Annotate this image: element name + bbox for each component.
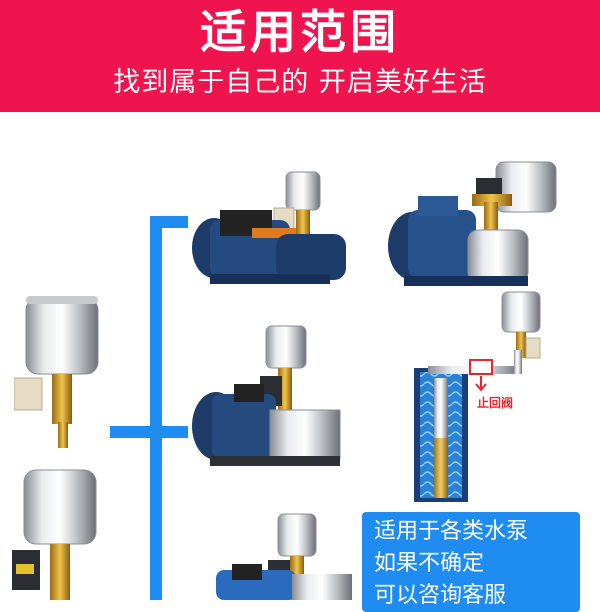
pressure-tank-switch-large [14,296,99,448]
applicability-note: 适用于各类水泵 如果不确定 可以咨询客服 [362,512,580,612]
note-line-1: 适用于各类水泵 [374,519,529,544]
page-subtitle: 找到属于自己的 开启美好生活 [113,67,487,98]
pump-self-priming [388,161,557,286]
well-submersible-diagram [414,291,541,502]
pump-bottom-blue [216,513,352,600]
page-title: 适用范围 [200,5,400,59]
note-line-3: 可以咨询客服 [374,583,507,608]
pressure-tank-switch-small [12,469,97,600]
header-banner: 适用范围 找到属于自己的 开启美好生活 [0,0,600,112]
note-line-2: 如果不确定 [374,551,485,576]
pump-jet-stainless [192,325,341,466]
pump-peripheral-blue [192,171,346,284]
check-valve-label: 止回阀 [477,396,514,410]
